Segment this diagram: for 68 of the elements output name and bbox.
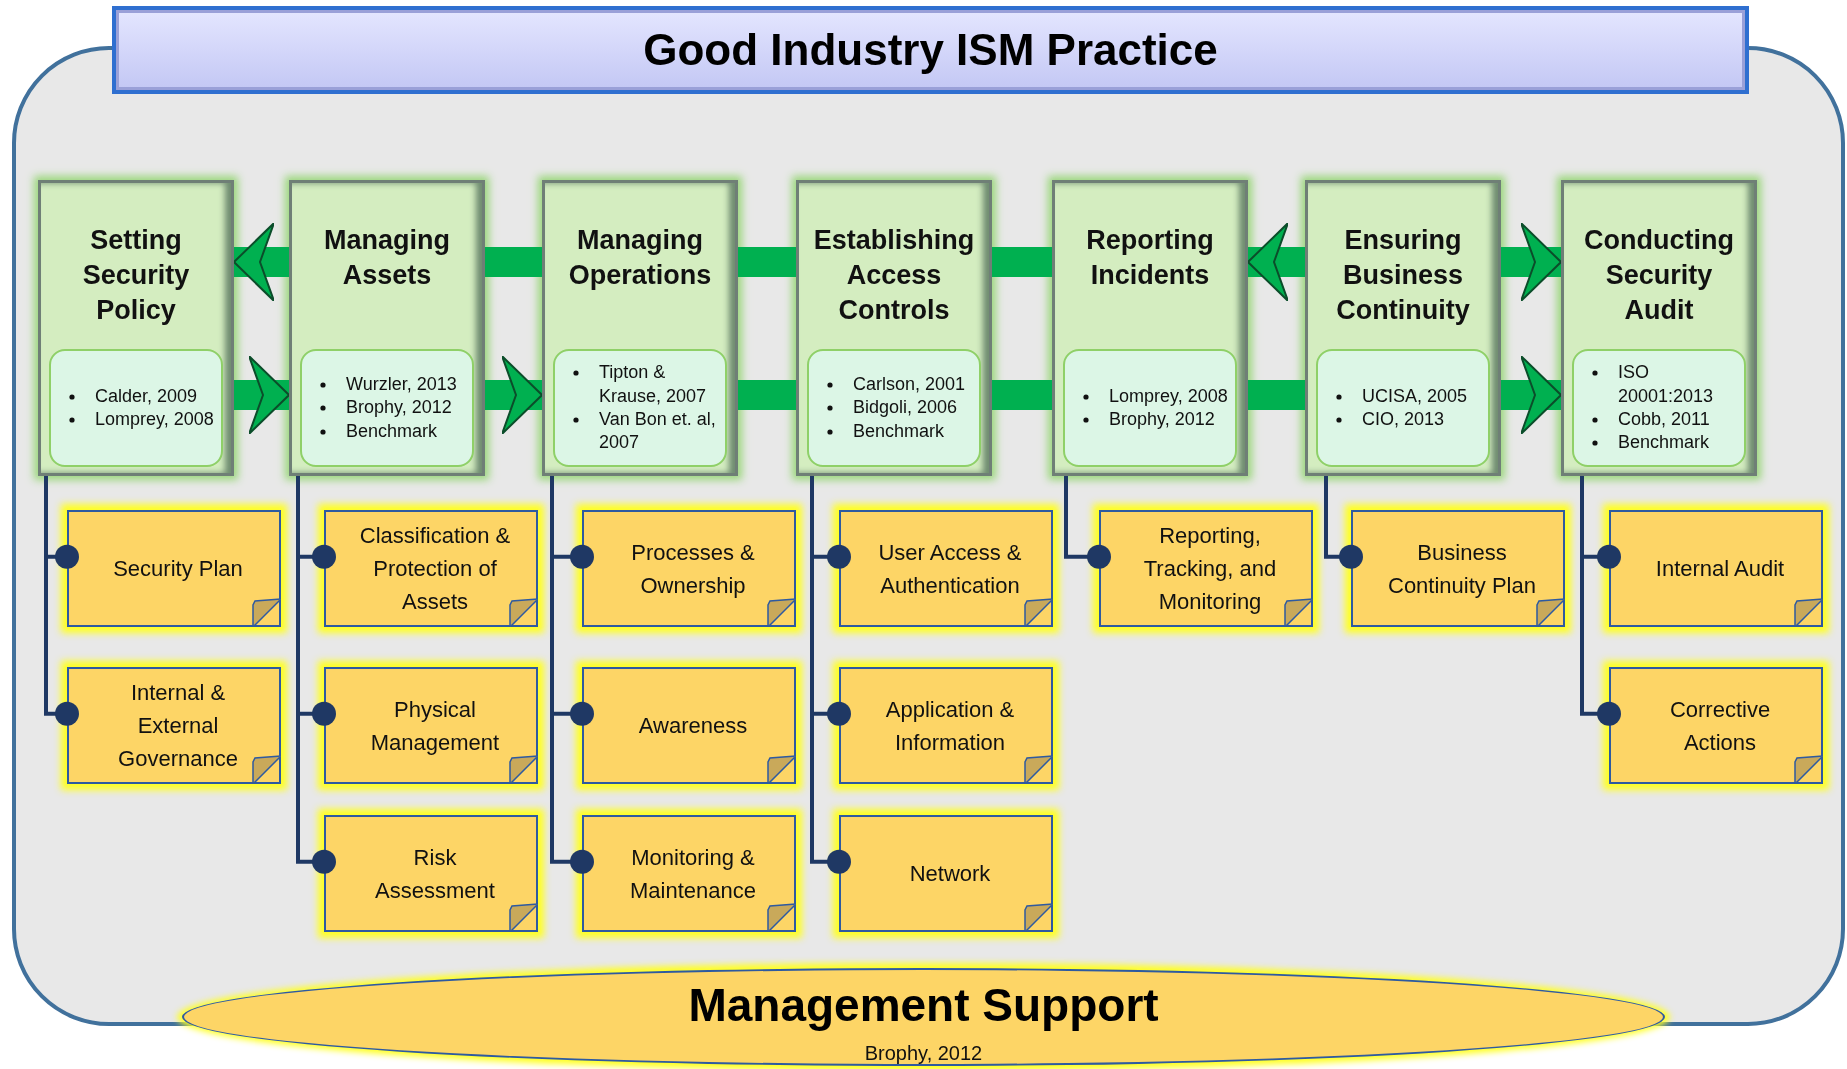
reference-item: Wurzler, 2013 — [346, 373, 457, 394]
title-banner: Good Industry ISM Practice — [112, 6, 1749, 94]
reference-item: CIO, 2013 — [1362, 409, 1445, 429]
ellipse-heading: Management Support — [687, 978, 1160, 1032]
column-heading: Establishing Access Controls — [812, 224, 976, 328]
sticky-note: Processes & Ownership — [582, 510, 796, 627]
sticky-note: Business Continuity Plan — [1351, 510, 1565, 627]
process-column — [796, 180, 992, 476]
sticky-note: Risk Assessment — [324, 815, 538, 932]
ellipse-citation: Brophy, 2012 — [863, 1042, 984, 1065]
reference-item: ISO 20001:2013 — [1618, 362, 1714, 406]
reference-item: Benchmark — [346, 420, 438, 441]
sticky-note: Monitoring & Maintenance — [582, 815, 796, 932]
flow-arrow — [1247, 222, 1305, 302]
sticky-note: Classification & Protection of Assets — [324, 510, 538, 627]
column-heading: Managing Operations — [567, 224, 713, 293]
column-heading: Setting Security Policy — [81, 224, 191, 328]
connector-line — [810, 476, 851, 874]
column-heading: Conducting Security Audit — [1583, 224, 1735, 328]
sticky-note: User Access & Authentication — [839, 510, 1053, 627]
sticky-note: Internal Audit — [1609, 510, 1823, 627]
process-column — [1561, 180, 1757, 476]
connector-bar — [1248, 380, 1305, 410]
sticky-note: Physical Management — [324, 667, 538, 784]
sticky-note: Internal & External Governance — [67, 667, 281, 784]
sticky-note: Corrective Actions — [1609, 667, 1823, 784]
column-heading: Reporting Incidents — [1085, 224, 1215, 293]
reference-item: Lomprey, 2008 — [1109, 385, 1228, 406]
sticky-note: Security Plan — [67, 510, 281, 627]
reference-item: Van Bon et. al, 2007 — [599, 409, 716, 453]
reference-item: Cobb, 2011 — [1618, 409, 1710, 429]
sticky-note: Network — [839, 815, 1053, 932]
connector-line — [44, 476, 79, 726]
connector-bar — [738, 380, 796, 410]
sticky-note: Application & Information — [839, 667, 1053, 784]
connector-bar — [992, 380, 1052, 410]
column-heading: Ensuring Business Continuity — [1335, 224, 1471, 328]
column-heading: Managing Assets — [323, 224, 451, 293]
reference-item: Carlson, 2001 — [853, 373, 966, 394]
reference-item: Brophy, 2012 — [1109, 409, 1215, 429]
reference-item: Benchmark — [853, 420, 945, 441]
reference-item: Bidgoli, 2006 — [853, 397, 958, 418]
sticky-note: Awareness — [582, 667, 796, 784]
flow-arrow — [1501, 355, 1562, 435]
connector-bar — [485, 247, 542, 277]
connector-bar — [992, 247, 1052, 277]
reference-item: UCISA, 2005 — [1362, 385, 1468, 406]
reference-item: Tipton & Krause, 2007 — [599, 362, 707, 406]
flow-arrow — [234, 355, 290, 435]
reference-item: Benchmark — [1618, 432, 1710, 453]
reference-item: Lomprey, 2008 — [95, 409, 214, 429]
connector-line — [550, 476, 594, 874]
reference-item: Calder, 2009 — [95, 385, 198, 406]
flow-arrow — [233, 222, 289, 302]
connector-line — [1064, 476, 1111, 569]
connector-line — [1324, 476, 1363, 569]
connector-line — [296, 476, 336, 874]
process-column — [542, 180, 738, 476]
sticky-note: Reporting, Tracking, and Monitoring — [1099, 510, 1313, 627]
flow-arrow — [485, 355, 543, 435]
process-column — [1305, 180, 1501, 476]
process-column — [38, 180, 234, 476]
process-column — [1052, 180, 1248, 476]
process-column — [289, 180, 485, 476]
connector-line — [1580, 476, 1621, 726]
connector-bar — [738, 247, 796, 277]
flow-arrow — [1501, 222, 1562, 302]
reference-item: Brophy, 2012 — [346, 397, 452, 418]
